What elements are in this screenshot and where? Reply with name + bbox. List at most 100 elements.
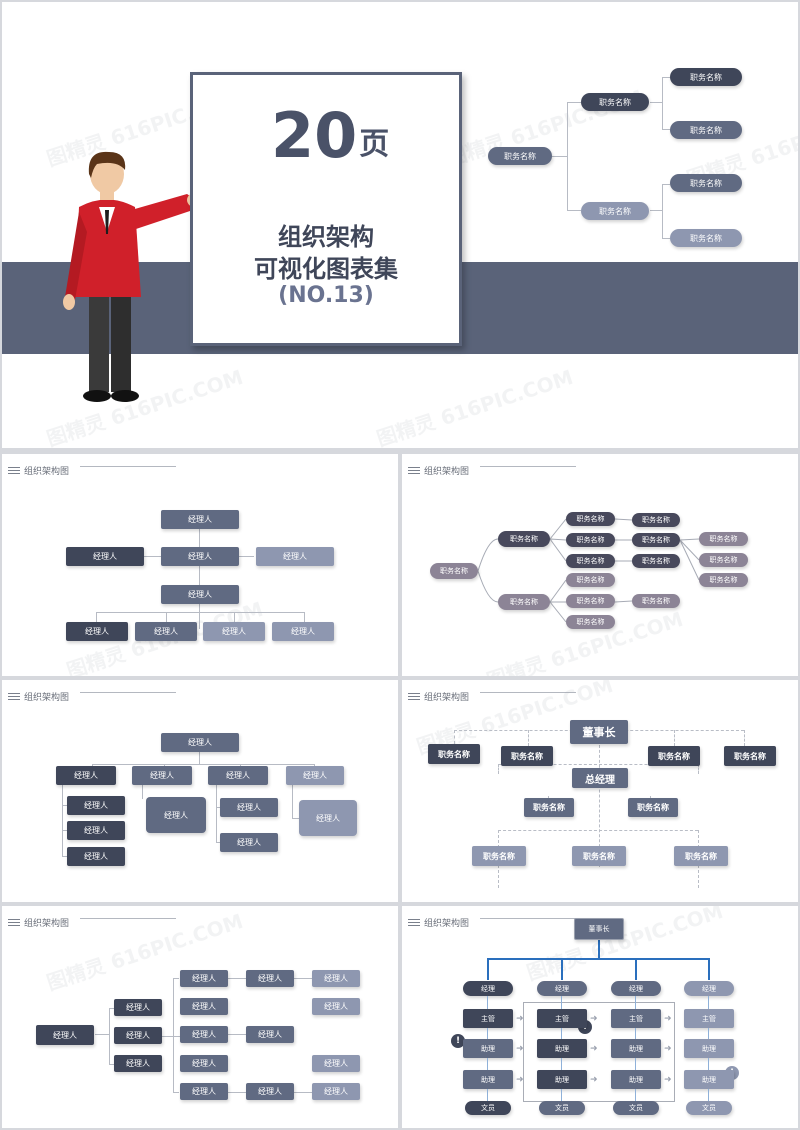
cover-tree-lower: 职务名称 [581, 202, 649, 220]
org6-col3-item-1: 主管 [611, 1009, 661, 1028]
connector-line [635, 996, 636, 1009]
org5-l2-1: 经理人 [180, 970, 228, 987]
org4-top-2: 职务名称 [501, 746, 553, 766]
org3-row-1: 经理人 [56, 766, 116, 785]
connector-line [561, 996, 562, 1009]
org6-col4-head: 经理 [684, 981, 734, 996]
slide-org-chart-5: 组织架构图 图精灵 616PIC.COM 经理人 经理人 经理人 经理人 经理人… [2, 906, 398, 1128]
org4-top-1: 职务名称 [428, 744, 480, 764]
cover-tree-lower-child-1: 职务名称 [670, 174, 742, 192]
org4-chairman: 董事长 [570, 720, 628, 744]
org5-l2-2: 经理人 [180, 998, 228, 1015]
org2-a-grand-1: 职务名称 [632, 513, 680, 527]
org3-col1-2: 经理人 [67, 821, 125, 840]
org5-l3-2: 经理人 [246, 1026, 294, 1043]
connector-line [708, 1089, 709, 1101]
org3-col1-3: 经理人 [67, 847, 125, 866]
cover-title-card: 20 页 组织架构 可视化图表集 (NO.13) [190, 72, 462, 346]
org6-col4-item-1: 主管 [684, 1009, 734, 1028]
org3-col3-2: 经理人 [220, 833, 278, 852]
watermark: 图精灵 616PIC.COM [373, 361, 577, 448]
cover-page-count: 20 [271, 105, 357, 167]
org1-bottom-4: 经理人 [272, 622, 334, 641]
connector-line [487, 1058, 488, 1070]
org6-col1-item-2: 助理 [463, 1039, 513, 1058]
slide-org-chart-2: 组织架构图 图精灵 616PIC.COM 职务名称 职务名称 职务名称 职务名称… [402, 454, 798, 676]
org6-col1-item-1: 主管 [463, 1009, 513, 1028]
org2-a-child-1: 职务名称 [566, 512, 615, 526]
arrow-right-icon: ➜ [516, 1014, 524, 1024]
org3-row-2: 经理人 [132, 766, 192, 785]
org1-middle: 经理人 [161, 585, 239, 604]
connector-line [487, 1089, 488, 1101]
cover-tree-lower-child-2: 职务名称 [670, 229, 742, 247]
slide-org-chart-6: 组织架构图 图精灵 616PIC.COM 董事长 ! ! ! 经理主管助理助理文… [402, 906, 798, 1128]
org6-col1-item-3: 助理 [463, 1070, 513, 1089]
arrow-right-icon: ➜ [516, 1075, 524, 1085]
cover-tree-upper-child-2: 职务名称 [670, 121, 742, 139]
org3-col1-1: 经理人 [67, 796, 125, 815]
org4-bottom-1: 职务名称 [472, 846, 526, 866]
cover-title-line1: 组织架构 [193, 217, 459, 252]
org3-row-3: 经理人 [208, 766, 268, 785]
org2-a: 职务名称 [498, 531, 550, 547]
org5-l3-3: 经理人 [246, 1083, 294, 1100]
connector-line [635, 1028, 636, 1039]
connector-line [561, 1058, 562, 1070]
arrow-right-icon: ➜ [664, 1014, 672, 1024]
cover-tree-upper-child-1: 职务名称 [670, 68, 742, 86]
org1-right: 经理人 [256, 547, 334, 566]
connector-line [561, 1028, 562, 1039]
org5-l4-4: 经理人 [312, 1083, 360, 1100]
arrow-right-icon: ➜ [664, 1075, 672, 1085]
org2-b-child-3: 职务名称 [566, 615, 615, 629]
org6-col4-item-3: 助理 [684, 1070, 734, 1089]
connector-line [487, 996, 488, 1009]
org5-l2-3: 经理人 [180, 1026, 228, 1043]
menu-lines-icon [408, 693, 420, 700]
slide-org-chart-4: 组织架构图 图精灵 616PIC.COM 董事长 职务名称 职务名称 职务名称 … [402, 680, 798, 902]
org2-a-grand-3: 职务名称 [632, 554, 680, 568]
section-title: 组织架构图 [424, 690, 469, 703]
org5-l1-2: 经理人 [114, 1027, 162, 1044]
org4-gm: 总经理 [572, 768, 628, 788]
org5-l2-5: 经理人 [180, 1083, 228, 1100]
org2-a-child-2: 职务名称 [566, 533, 615, 547]
cover-tree-root: 职务名称 [488, 147, 552, 165]
cover-slide: 图精灵 616PIC.COM 图精灵 616PIC.COM 图精灵 616PIC… [2, 2, 798, 448]
menu-lines-icon [408, 919, 420, 926]
org5-root: 经理人 [36, 1025, 94, 1045]
arrow-right-icon: ➜ [590, 1014, 598, 1024]
org6-col2-item-2: 助理 [537, 1039, 587, 1058]
connector-line [561, 1089, 562, 1101]
org6-col3-head: 经理 [611, 981, 661, 996]
org2-a-great-1: 职务名称 [699, 532, 748, 546]
section-title: 组织架构图 [24, 464, 69, 477]
org6-col2-item-3: 助理 [537, 1070, 587, 1089]
arrow-right-icon: ➜ [590, 1075, 598, 1085]
org6-chairman: 董事长 [574, 918, 624, 940]
org5-l4-2: 经理人 [312, 998, 360, 1015]
org1-top: 经理人 [161, 510, 239, 529]
org6-col4-item-2: 助理 [684, 1039, 734, 1058]
cover-tree-upper: 职务名称 [581, 93, 649, 111]
org2-a-great-2: 职务名称 [699, 553, 748, 567]
org6-col1-head: 经理 [463, 981, 513, 996]
org5-l1-3: 经理人 [114, 1055, 162, 1072]
org2-b-child-2: 职务名称 [566, 594, 615, 608]
org1-bottom-1: 经理人 [66, 622, 128, 641]
org3-top: 经理人 [161, 733, 239, 752]
org4-top-4: 职务名称 [724, 746, 776, 766]
org2-a-grand-2: 职务名称 [632, 533, 680, 547]
connector-line [487, 1028, 488, 1039]
arrow-right-icon: ➜ [664, 1044, 672, 1054]
cover-page-unit: 页 [359, 119, 389, 163]
connector-line [708, 1028, 709, 1039]
slide-org-chart-3: 组织架构图 经理人 经理人 经理人 经理人 经理人 经理人 经理人 经理人 经理… [2, 680, 398, 902]
org5-l4-1: 经理人 [312, 970, 360, 987]
section-title: 组织架构图 [424, 916, 469, 929]
org5-l4-3: 经理人 [312, 1055, 360, 1072]
menu-lines-icon [8, 919, 20, 926]
org2-b-grand: 职务名称 [632, 594, 680, 608]
org5-l2-4: 经理人 [180, 1055, 228, 1072]
